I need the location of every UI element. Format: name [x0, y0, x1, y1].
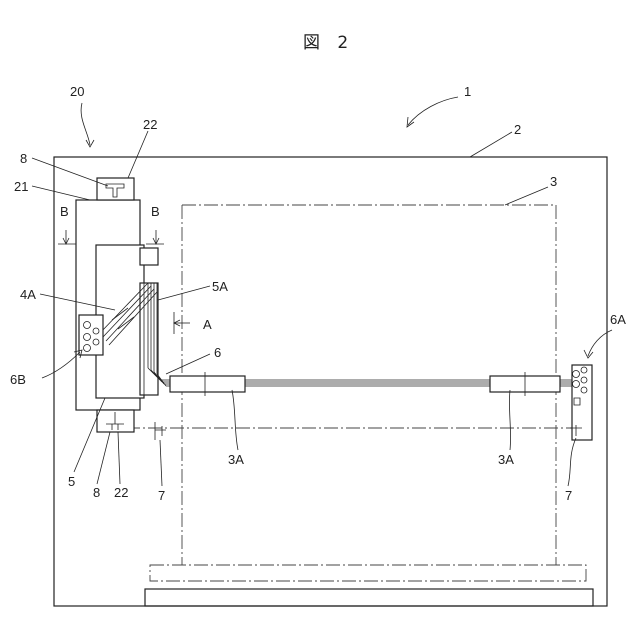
label-1: 1 — [464, 84, 471, 99]
figure-title: 図 2 — [303, 33, 354, 53]
label-7-left: 7 — [158, 488, 165, 503]
label-b-right: B — [151, 204, 160, 219]
sleeve-3a-left — [170, 372, 245, 396]
label-3a-right: 3A — [498, 452, 514, 467]
label-3: 3 — [550, 174, 557, 189]
label-2: 2 — [514, 122, 521, 137]
phantom-strip — [150, 565, 586, 581]
label-22-bottom: 22 — [114, 485, 128, 500]
bracket-7-left — [155, 422, 166, 440]
label-6a: 6A — [610, 312, 626, 327]
connector-6a — [570, 365, 592, 440]
label-21: 21 — [14, 179, 28, 194]
base-plate — [145, 589, 593, 606]
label-5a: 5A — [212, 279, 228, 294]
label-b-left: B — [60, 204, 69, 219]
inner-unit — [96, 245, 158, 398]
label-22-top: 22 — [143, 117, 157, 132]
label-6: 6 — [214, 345, 221, 360]
label-5: 5 — [68, 474, 75, 489]
label-20: 20 — [70, 84, 84, 99]
sleeve-3a-right — [490, 372, 560, 396]
label-6b: 6B — [10, 372, 26, 387]
label-7-right: 7 — [565, 488, 572, 503]
label-a: A — [203, 317, 212, 332]
label-8-bottom: 8 — [93, 485, 100, 500]
label-3a-left: 3A — [228, 452, 244, 467]
connector-6b — [79, 315, 103, 355]
label-8-top: 8 — [20, 151, 27, 166]
label-4a: 4A — [20, 287, 36, 302]
